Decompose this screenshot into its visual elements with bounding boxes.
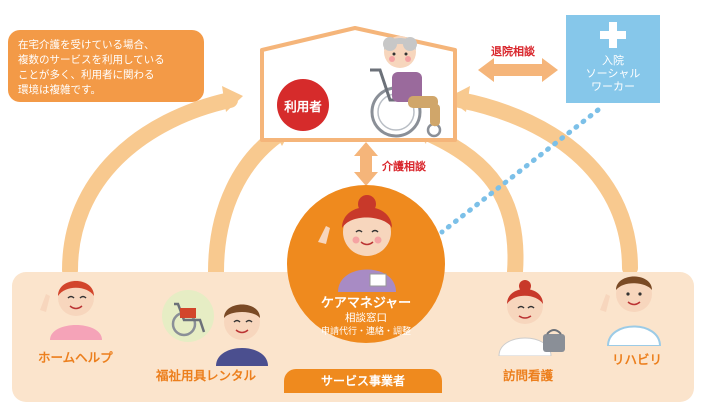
home-helper-illustration: [40, 280, 102, 340]
dotted-link-hospital-cm: [439, 107, 601, 235]
double-arrow-care: [354, 142, 378, 186]
service-rehab: リハビリ: [612, 352, 663, 367]
hospital-line-1: 入院: [602, 54, 624, 67]
note-line-1: 在宅介護を受けている場合、: [18, 39, 155, 51]
rehab-therapist-illustration: [600, 276, 662, 346]
service-equipment-rental: 福祉用具レンタル: [156, 368, 257, 383]
arrow-head-homehelp: [222, 86, 243, 112]
service-visiting-nursing: 訪問看護: [503, 368, 554, 383]
care-manager-illustration: [318, 195, 396, 292]
care-manager-title: ケアマネジャー: [320, 296, 412, 311]
arrow-head-rehab: [447, 86, 470, 112]
double-arrow-discharge: [478, 58, 558, 82]
arrow-homehelp-to-user: [62, 92, 238, 278]
care-manager-detail: 申請代行・連絡・調整: [320, 327, 411, 337]
arrow-nursing-to-user: [417, 124, 524, 280]
diagram-connectors: [62, 26, 638, 280]
hospital-line-3: ワーカー: [591, 80, 635, 93]
note-line-2: 複数のサービスを利用している: [18, 54, 165, 66]
hospital-cross-icon: [600, 22, 626, 48]
service-providers-label: サービス事業者: [284, 369, 442, 393]
hospital-label: 入院 ソーシャル ワーカー: [566, 54, 660, 93]
care-consult-label: 介護相談: [382, 160, 426, 173]
note-line-3: ことが多く、利用者に関わる: [18, 69, 155, 81]
arrow-rehab-to-user: [452, 92, 638, 276]
hospital-line-2: ソーシャル: [585, 67, 641, 80]
arrow-rental-to-user: [208, 124, 290, 280]
discharge-consult-label: 退院相談: [491, 45, 535, 58]
care-manager-subtitle: 相談窓口: [345, 312, 387, 324]
note-line-4: 環境は複雑です。: [18, 84, 101, 96]
service-home-help: ホームヘルプ: [38, 350, 113, 365]
visiting-nurse-illustration: [498, 280, 565, 356]
info-note: 在宅介護を受けている場合、 複数のサービスを利用している ことが多く、利用者に関…: [8, 30, 204, 102]
user-label: 利用者: [277, 79, 329, 131]
equipment-rental-illustration: [162, 290, 268, 366]
elderly-wheelchair-illustration: [370, 36, 442, 138]
